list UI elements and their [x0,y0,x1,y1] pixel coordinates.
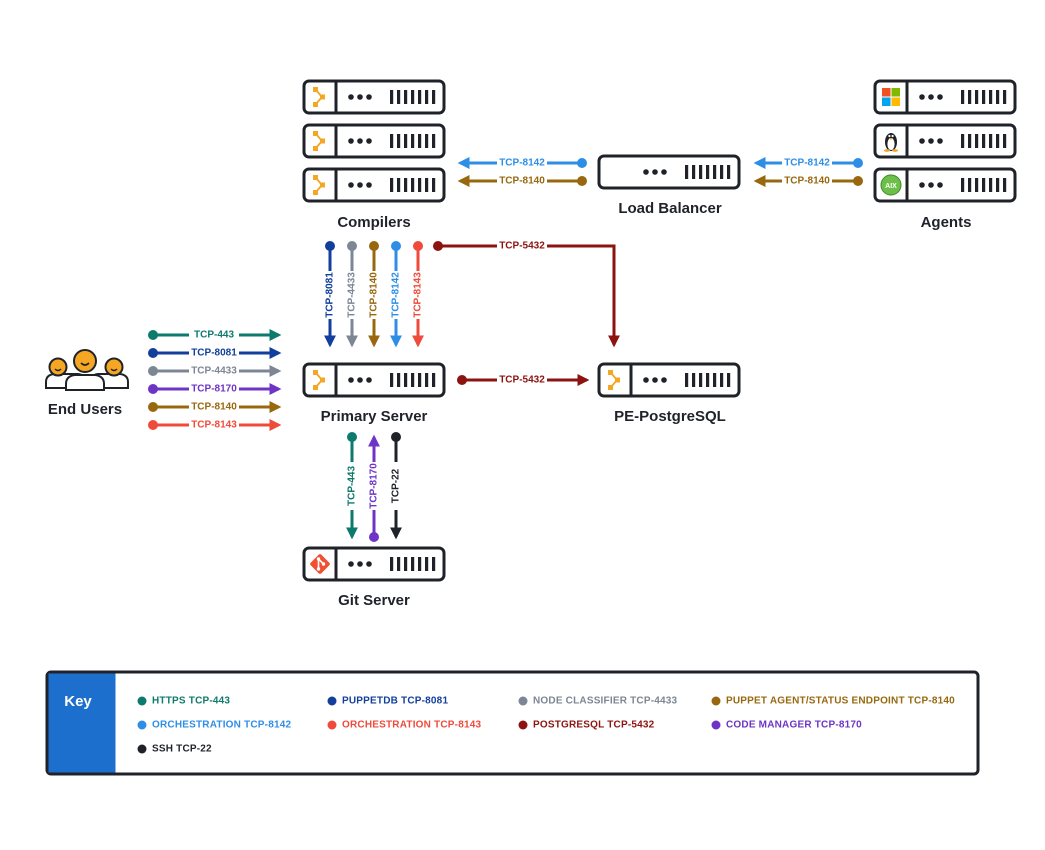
port-label: TCP-8143 [413,272,424,318]
key-item: HTTPS TCP-443 [137,696,230,707]
key-swatch [327,696,337,706]
key-item: POSTGRESQL TCP-5432 [518,720,655,731]
agents-label: Agents [921,214,972,231]
key-title: Key [64,693,92,710]
arrow-compilers-primary-8140: TCP-8140 [368,241,380,348]
primary-server [302,362,446,398]
arrow-primary-git-22: TCP-22 [390,432,402,540]
port-label: TCP-8142 [499,158,545,169]
key-swatch [711,720,721,730]
port-label: TCP-8081 [325,272,336,318]
linux-penguin-icon [884,133,898,152]
port-label: TCP-443 [194,330,234,341]
arrow-compilers-primary-4433: TCP-4433 [346,241,358,348]
key-item: PUPPETDB TCP-8081 [327,696,448,707]
arrow-users-primary-4433: TCP-4433 [148,364,282,378]
port-label: TCP-8081 [191,348,237,359]
port-label: TCP-8140 [499,176,545,187]
postgresql-server [597,362,741,398]
key-item-label: PUPPET AGENT/STATUS ENDPOINT TCP-8140 [726,696,955,707]
arrow-primary-postgres-5432: TCP-5432 [457,373,590,387]
git-icon [310,554,330,574]
key-item-label: ORCHESTRATION TCP-8142 [152,720,291,731]
compiler-server-1 [302,79,446,115]
compiler-server-3 [302,167,446,203]
port-label: TCP-8170 [369,463,380,509]
port-label: TCP-8170 [191,384,237,395]
arrow-agents-lb-8142: TCP-8142 [753,156,863,170]
compilers-label: Compilers [337,214,410,231]
key-swatch [327,720,337,730]
key-item: SSH TCP-22 [137,744,212,755]
arrow-compilers-primary-8081: TCP-8081 [324,241,336,348]
key-legend: Key HTTPS TCP-443 PUPPETDB TCP-8081 NODE C… [45,670,980,776]
compiler-server-2 [302,123,446,159]
key-item: ORCHESTRATION TCP-8143 [327,720,481,731]
postgresql-label: PE-PostgreSQL [614,408,726,425]
arrow-compilers-primary-8143: TCP-8143 [412,241,424,348]
arrow-primary-git-443: TCP-443 [346,432,358,540]
key-item-label: NODE CLASSIFIER TCP-4433 [533,696,678,707]
agent-windows-server [873,79,1017,115]
port-label: TCP-443 [347,466,358,506]
arrow-compilers-postgres-5432: TCP-5432 [433,239,620,348]
key-item: NODE CLASSIFIER TCP-4433 [518,696,678,707]
port-label: TCP-4433 [191,366,237,377]
port-label: TCP-5432 [499,375,545,386]
port-label: TCP-8140 [784,176,830,187]
key-item-label: CODE MANAGER TCP-8170 [726,720,862,731]
git-server-label: Git Server [338,592,410,609]
key-swatch [518,696,528,706]
key-swatch [137,744,147,754]
load-balancer-label: Load Balancer [618,200,722,217]
arrow-agents-lb-8140: TCP-8140 [753,174,863,188]
key-item-label: HTTPS TCP-443 [152,696,230,707]
arrow-git-primary-8170: TCP-8170 [368,434,380,542]
arrow-lb-compilers-8142: TCP-8142 [457,156,587,170]
key-item-label: POSTGRESQL TCP-5432 [533,720,655,731]
port-label: TCP-8142 [391,272,402,318]
key-swatch [711,696,721,706]
key-swatch [137,720,147,730]
agent-aix-server: AIX [873,167,1017,203]
key-item: PUPPET AGENT/STATUS ENDPOINT TCP-8140 [711,696,955,707]
end-users-icon [45,349,129,391]
arrow-users-primary-8143: TCP-8143 [148,418,282,432]
key-item-label: PUPPETDB TCP-8081 [342,696,448,707]
arrow-users-primary-8140: TCP-8140 [148,400,282,414]
port-label: TCP-8140 [369,272,380,318]
key-swatch [518,720,528,730]
arrow-compilers-primary-8142: TCP-8142 [390,241,402,348]
port-label: TCP-5432 [499,241,545,252]
port-label: TCP-8142 [784,158,830,169]
key-item-label: SSH TCP-22 [152,744,212,755]
windows-icon [882,88,900,106]
agent-linux-server [873,123,1017,159]
key-item: ORCHESTRATION TCP-8142 [137,720,291,731]
primary-server-label: Primary Server [321,408,428,425]
arrow-users-primary-8081: TCP-8081 [148,346,282,360]
load-balancer-server [597,154,741,190]
svg-text:AIX: AIX [885,183,897,190]
key-swatch [137,696,147,706]
arrow-lb-compilers-8140: TCP-8140 [457,174,587,188]
port-label: TCP-22 [391,468,402,503]
port-label: TCP-8143 [191,420,237,431]
arrow-users-primary-8170: TCP-8170 [148,382,282,396]
git-server [302,546,446,582]
key-item-label: ORCHESTRATION TCP-8143 [342,720,481,731]
port-label: TCP-8140 [191,402,237,413]
end-users-label: End Users [48,401,122,418]
arrow-users-primary-443: TCP-443 [148,328,282,342]
key-item: CODE MANAGER TCP-8170 [711,720,862,731]
aix-icon: AIX [880,174,902,196]
port-label: TCP-4433 [347,272,358,318]
connection-arrows: TCP-8142TCP-8140TCP-8142TCP-8140TCP-8081… [148,156,863,542]
